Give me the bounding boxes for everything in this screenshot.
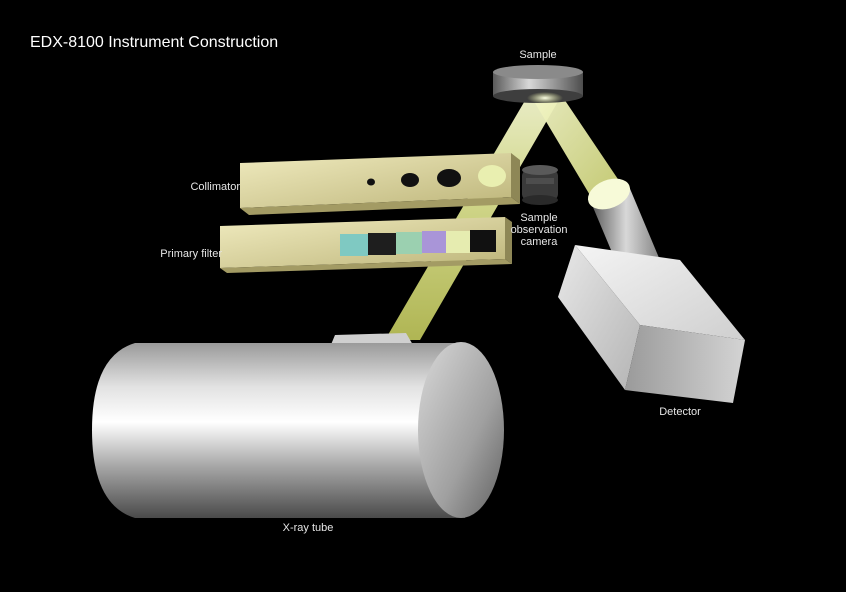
camera-label-line-1: Sample [520, 212, 558, 224]
collimator-label: Collimator [190, 181, 240, 193]
sample-disc [493, 65, 583, 104]
filter-window-1 [340, 234, 368, 256]
filter-window-3 [396, 232, 422, 254]
sample-label: Sample [519, 49, 557, 61]
collimator-hole-2 [401, 173, 419, 187]
filter-window-6 [470, 230, 496, 252]
collimator-hole-1 [367, 178, 375, 186]
primary-xray-beam [385, 92, 560, 340]
filter-window-2 [368, 233, 396, 255]
camera-label-line-2: observation [510, 224, 568, 236]
camera-label: Sample observation camera [505, 212, 573, 248]
collimator-hole-3 [437, 169, 461, 187]
filter-window-4 [422, 231, 446, 253]
diagram-title: EDX-8100 Instrument Construction [30, 34, 279, 51]
primary-filter-plate [220, 217, 512, 273]
observation-camera [522, 165, 558, 205]
camera-label-line-3: camera [520, 236, 558, 248]
detector-box [558, 245, 745, 403]
xray-tube-label: X-ray tube [282, 522, 334, 534]
filter-window-5 [446, 231, 470, 253]
xray-tube [92, 333, 504, 518]
detector-label: Detector [659, 406, 701, 418]
primary-filter-label: Primary filter [160, 248, 222, 260]
collimator-plate [240, 153, 520, 215]
collimator-hole-4 [478, 165, 506, 187]
